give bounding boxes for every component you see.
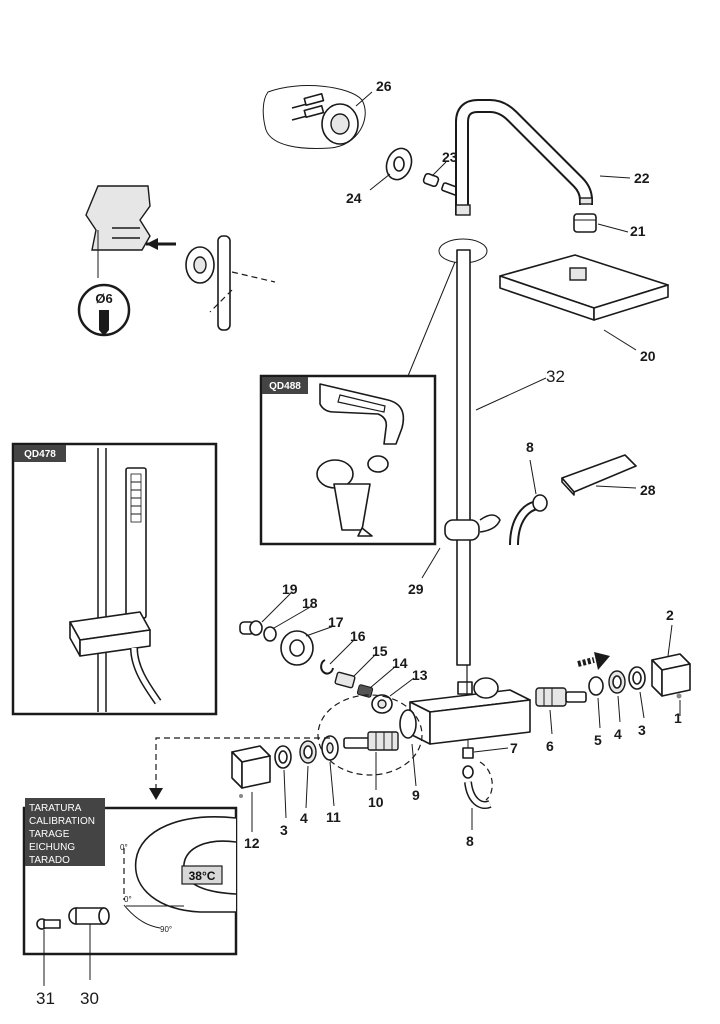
label-20: 20 <box>640 348 656 364</box>
label-32: 32 <box>546 367 565 386</box>
part-12-temperature-knob <box>231 745 271 798</box>
calibration-line-1: TARATURA <box>29 803 82 814</box>
calibration-line-4: EICHUNG <box>29 842 75 853</box>
part-16-clip <box>320 659 334 675</box>
label-22: 22 <box>634 170 650 186</box>
label-24: 24 <box>346 190 362 206</box>
part-19-insert <box>239 620 263 636</box>
label-8-lower: 8 <box>466 833 474 849</box>
label-14: 14 <box>392 655 408 671</box>
label-9: 9 <box>412 787 420 803</box>
label-8-upper: 8 <box>526 439 534 455</box>
label-10: 10 <box>368 794 384 810</box>
assembly-direction-arrow <box>577 652 610 670</box>
inset-qd488: QD488 <box>259 374 437 546</box>
drill-size-badge: Ø6 <box>77 283 131 337</box>
part-21-nut <box>573 213 597 233</box>
part-15-spindle <box>334 671 356 689</box>
part-8-hose-lower <box>462 761 493 809</box>
label-21: 21 <box>630 223 646 239</box>
calibration-line-5: TARADO <box>29 855 70 866</box>
part-3-ring-right <box>628 666 646 690</box>
part-2-flow-knob <box>651 653 691 697</box>
inset-qd478: QD478 <box>11 442 218 716</box>
part-5-ring <box>588 676 604 696</box>
label-6: 6 <box>546 738 554 754</box>
label-17: 17 <box>328 614 344 630</box>
part-number-labels: 26 24 23 22 21 20 32 8 28 29 19 18 17 16… <box>36 78 682 1008</box>
inset-qd488-label: QD488 <box>269 381 301 392</box>
part-18-o-ring <box>263 626 277 642</box>
label-12: 12 <box>244 835 260 851</box>
part-28-hand-shower <box>561 454 637 496</box>
label-31: 31 <box>36 989 55 1008</box>
part-4-nut-right <box>608 670 626 694</box>
label-5: 5 <box>594 732 602 748</box>
inset-qd478-label: QD478 <box>24 449 56 460</box>
part-22-shower-arm <box>455 99 593 216</box>
qd488-callout-line <box>407 261 456 377</box>
label-11: 11 <box>326 809 341 825</box>
calibration-callout-line <box>155 737 330 790</box>
part-24-rosette <box>385 147 413 181</box>
calibration-arrow <box>149 788 163 800</box>
part-1-screw <box>676 693 682 699</box>
angle-mid-label: 0° <box>124 895 132 904</box>
wall-mount-detail <box>85 185 276 331</box>
part-11-nut <box>321 735 339 761</box>
part-13-bushing <box>371 694 393 714</box>
part-6-flow-cartridge <box>535 687 587 707</box>
label-15: 15 <box>372 643 388 659</box>
part-4-nut-left <box>299 740 317 764</box>
calibration-line-2: CALIBRATION <box>29 816 95 827</box>
label-26: 26 <box>376 78 392 94</box>
calibration-temperature: 38°C <box>189 869 216 883</box>
angle-top-label: 0° <box>120 843 128 852</box>
label-30: 30 <box>80 989 99 1008</box>
part-3-ring-left <box>274 745 292 769</box>
label-16: 16 <box>350 628 366 644</box>
calibration-line-3: TARAGE <box>29 829 70 840</box>
label-19: 19 <box>282 581 298 597</box>
label-7: 7 <box>510 740 518 756</box>
leader-lines <box>251 91 681 832</box>
part-8-hose-upper <box>509 494 548 546</box>
part-10-cartridge <box>343 731 399 751</box>
label-4-left: 4 <box>300 810 308 826</box>
angle-90-label: 90° <box>160 925 172 934</box>
part-7-outlet-nipple <box>462 740 474 759</box>
inset-calibration: TARATURA CALIBRATION TARAGE EICHUNG TARA… <box>22 798 238 956</box>
label-23: 23 <box>442 149 458 165</box>
part-32-riser-rail <box>438 238 488 666</box>
drill-size-label: Ø6 <box>95 291 112 306</box>
mixer-body <box>399 665 531 745</box>
label-4-right: 4 <box>614 726 622 742</box>
part-17-cap-disc <box>280 630 314 666</box>
label-1: 1 <box>674 710 682 726</box>
part-26-wall-plugs <box>262 85 366 149</box>
label-29: 29 <box>408 581 424 597</box>
label-13: 13 <box>412 667 428 683</box>
label-18: 18 <box>302 595 318 611</box>
label-3-right: 3 <box>638 722 646 738</box>
cartridge-group-outline <box>317 694 423 776</box>
label-2: 2 <box>666 607 674 623</box>
part-20-shower-head <box>499 254 669 321</box>
label-3-left: 3 <box>280 822 288 838</box>
part-29-slider <box>444 514 501 541</box>
label-28: 28 <box>640 482 656 498</box>
